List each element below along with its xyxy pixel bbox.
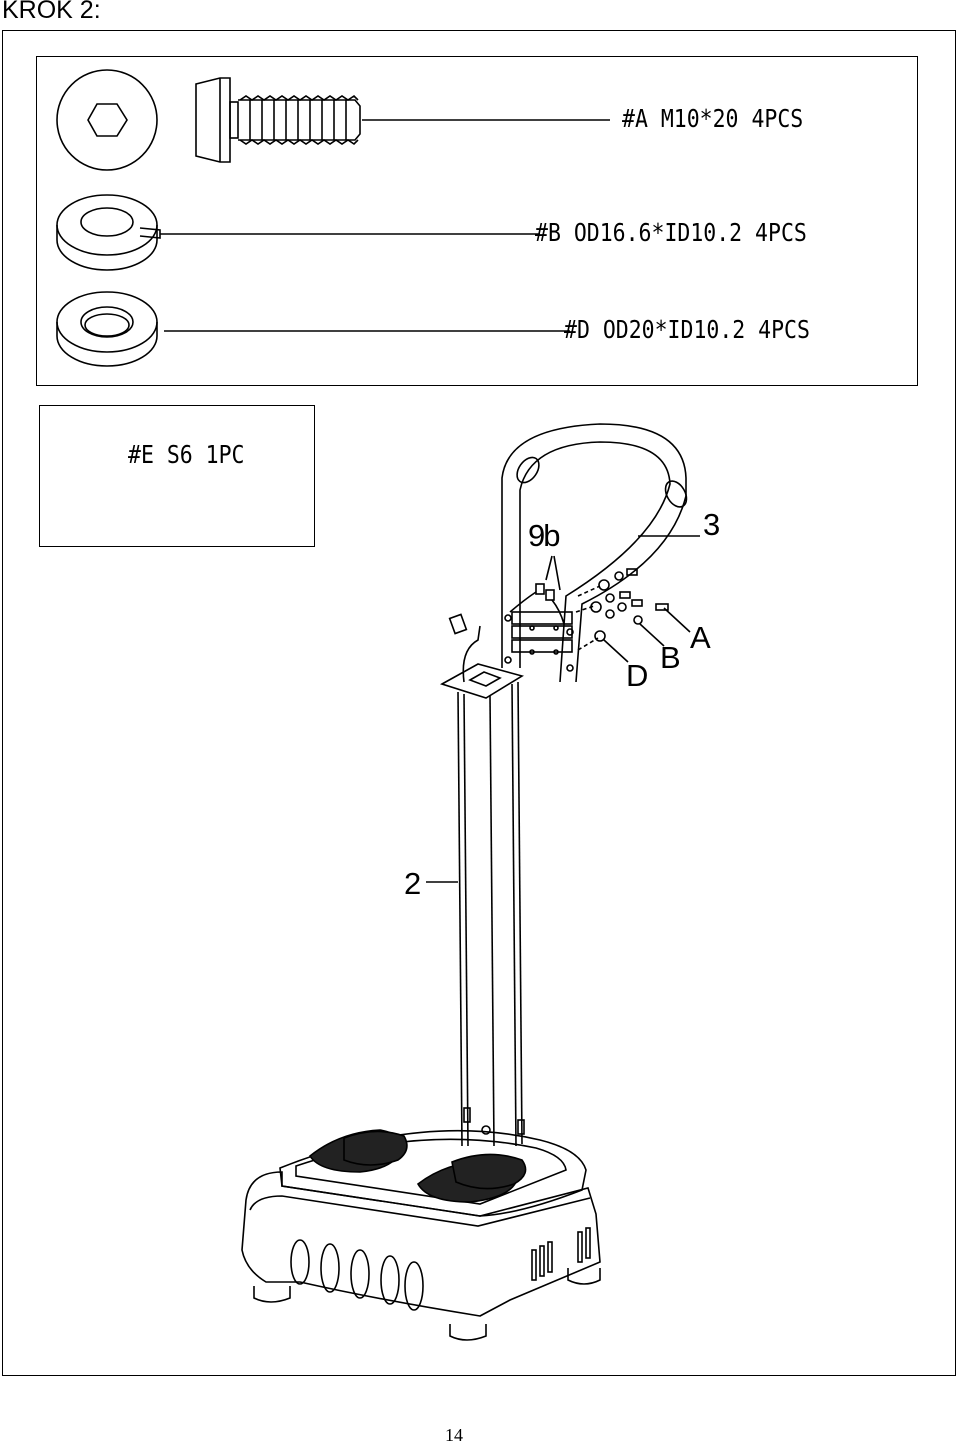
callout-b: B: [660, 640, 681, 675]
hardware-label-d: #D OD20*ID10.2 4PCS: [564, 315, 810, 344]
cable-connector-drawing: [509, 583, 565, 625]
foot-pad-left-drawing: [308, 1129, 408, 1173]
tool-label: #E S6 1PC: [128, 440, 245, 469]
callout-9b: 9b: [528, 518, 561, 553]
callout-d: D: [626, 658, 649, 693]
hardware-label-a: #A M10*20 4PCS: [622, 104, 804, 133]
spring-washer-icon: [56, 194, 161, 271]
handlebar-drawing: [501, 423, 688, 683]
step-title: KROK 2:: [2, 0, 101, 24]
page-number: 14: [445, 1425, 463, 1445]
flat-washer-icon: [56, 291, 158, 367]
bolt-head-icon: [56, 69, 158, 171]
foot-pad-right-drawing: [416, 1153, 527, 1203]
column-drawing: [439, 613, 525, 1147]
callout-2: 2: [404, 866, 422, 901]
vibration-platform-drawing: [241, 1129, 601, 1341]
page-frame: [2, 30, 956, 1376]
callout-a: A: [690, 620, 711, 655]
tool-box: [39, 405, 315, 547]
bolt-icon: [195, 77, 361, 163]
fastener-group-drawing: [575, 568, 669, 651]
hardware-label-b: #B OD16.6*ID10.2 4PCS: [535, 218, 807, 247]
callout-3: 3: [703, 507, 721, 542]
